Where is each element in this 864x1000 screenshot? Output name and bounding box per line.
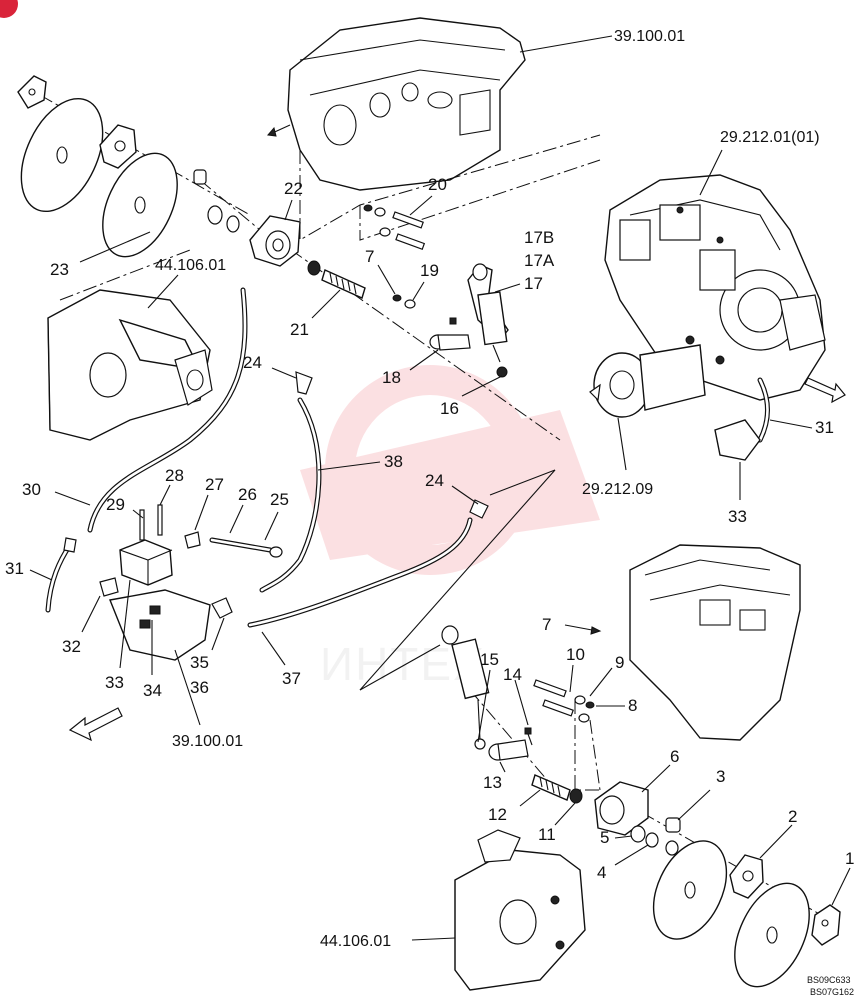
callout-19: 19 — [420, 261, 439, 280]
callout-24-top: 24 — [243, 353, 262, 372]
ring-5 — [630, 825, 646, 843]
fitting-35 — [211, 597, 233, 619]
callout-32: 32 — [62, 637, 81, 656]
gearbox-left — [47, 289, 213, 441]
chassis-top — [267, 17, 526, 191]
callout-25: 25 — [270, 490, 289, 509]
motor-29-212-09 — [589, 344, 706, 418]
shaft-12 — [531, 774, 583, 804]
callout-36: 36 — [190, 678, 209, 697]
clevis-18 — [429, 317, 471, 351]
callout-31-left: 31 — [5, 559, 24, 578]
callout-29: 29 — [106, 495, 125, 514]
callout-38: 38 — [384, 452, 403, 471]
callout-21: 21 — [290, 320, 309, 339]
callout-10: 10 — [566, 645, 585, 664]
callout-14: 14 — [503, 665, 522, 684]
cylinder-17 — [467, 263, 509, 378]
ref-29-212-01: 29.212.01(01) — [720, 129, 820, 146]
callout-35: 35 — [190, 653, 209, 672]
corner-code-1: BS09C633 — [807, 975, 851, 985]
chassis-bottom — [629, 544, 801, 741]
callout-26: 26 — [238, 485, 257, 504]
ref-44-106-01-bottom: 44.106.01 — [320, 933, 391, 950]
callout-12: 12 — [488, 805, 507, 824]
pin-7-top — [392, 294, 402, 302]
callout-17: 17 — [524, 274, 543, 293]
callout-11: 11 — [538, 825, 556, 844]
hose-31-left — [45, 542, 73, 613]
callout-31-right: 31 — [815, 418, 834, 437]
callout-9: 9 — [615, 653, 624, 672]
callout-18: 18 — [382, 368, 401, 387]
callout-6: 6 — [670, 747, 679, 766]
callout-28: 28 — [165, 466, 184, 485]
flange-22 — [249, 215, 301, 267]
callout-37: 37 — [282, 669, 301, 688]
callout-3: 3 — [716, 767, 725, 786]
callout-22: 22 — [284, 179, 303, 198]
callout-23: 23 — [50, 260, 69, 279]
callout-33-right: 33 — [728, 507, 747, 526]
disc-assembly-bottom — [652, 840, 841, 988]
bushing-3 — [665, 817, 681, 833]
callout-24-mid: 24 — [425, 471, 444, 490]
callout-7-top: 7 — [365, 247, 374, 266]
clevis-lower — [488, 727, 533, 761]
ring-4 — [645, 832, 659, 848]
bolts-20 — [363, 204, 426, 250]
callout-5: 5 — [600, 828, 609, 847]
ref-44-106-01-left: 44.106.01 — [155, 257, 226, 274]
cylinder-lower — [441, 625, 490, 750]
disc-assembly-top — [17, 75, 240, 258]
ring-3b — [665, 840, 679, 856]
flange-6 — [594, 781, 649, 836]
callout-30: 30 — [22, 480, 41, 499]
corner-code-2: BS07G162 — [810, 987, 854, 997]
callout-2: 2 — [788, 807, 797, 826]
hydraulic-pump — [604, 174, 826, 401]
fitting-32 — [99, 577, 119, 597]
corner-marker — [0, 0, 18, 18]
callout-13: 13 — [483, 773, 502, 792]
valve-block — [109, 504, 211, 661]
callout-4: 4 — [597, 863, 606, 882]
ref-29-212-09: 29.212.09 — [582, 481, 653, 498]
shaft-21 — [307, 260, 366, 299]
callout-17a: 17A — [524, 251, 555, 270]
callout-1: 1 — [845, 849, 854, 868]
block-33-right — [714, 419, 761, 461]
callout-33-left: 33 — [105, 673, 124, 692]
gearbox-bottom — [454, 829, 586, 991]
callout-8: 8 — [628, 696, 637, 715]
callout-34: 34 — [143, 681, 162, 700]
callout-15: 15 — [480, 650, 499, 669]
direction-arrow-left — [68, 707, 123, 742]
callout-20: 20 — [428, 175, 447, 194]
direction-arrow-right — [804, 377, 846, 404]
bolts-lower — [533, 679, 595, 723]
ref-39-100-01-top: 39.100.01 — [614, 28, 685, 45]
callout-7-bottom: 7 — [542, 615, 551, 634]
callout-16: 16 — [440, 399, 459, 418]
callout-27: 27 — [205, 475, 224, 494]
washer-19 — [404, 299, 416, 309]
callout-17b: 17B — [524, 228, 554, 247]
ref-39-100-01-bottom: 39.100.01 — [172, 733, 243, 750]
